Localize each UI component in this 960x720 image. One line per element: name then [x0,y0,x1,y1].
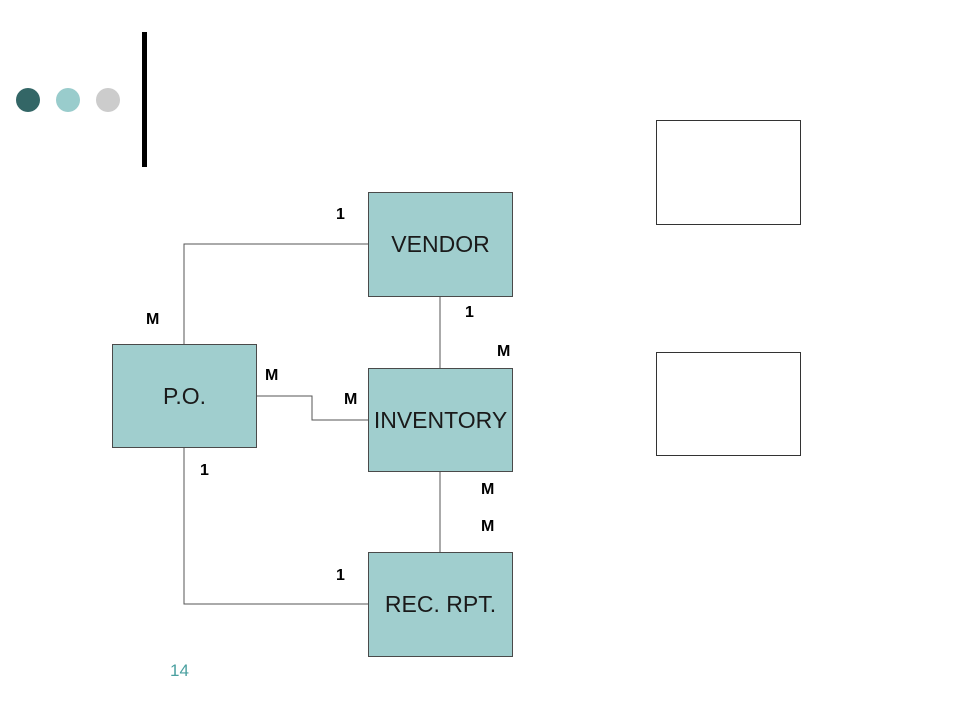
blank-box-bottom [656,352,801,456]
cardinality-po-to-recrpt: 1 [200,462,209,479]
decorative-dot-dark [16,88,40,112]
decorative-dot-gray [96,88,120,112]
entity-po-label: P.O. [162,382,207,409]
cardinality-vendor-to-inventory: 1 [465,304,474,321]
cardinality-inventory-from-vendor: M [497,343,511,360]
page-number: 14 [170,661,189,680]
cardinality-inventory-to-recrpt: M [481,481,495,498]
entity-rec-rpt-label: REC. RPT. [384,591,497,617]
entity-po[interactable]: P.O. [112,344,257,448]
cardinality-vendor-from-po: 1 [336,206,345,223]
decorative-dot-light [56,88,80,112]
cardinality-po-to-inventory: M [265,367,279,384]
decorative-vertical-bar [142,32,147,167]
line-po-vendor [183,243,368,344]
entity-inventory-label: INVENTORY [373,406,508,433]
entity-rec-rpt[interactable]: REC. RPT. [368,552,513,657]
cardinality-inventory-from-po: M [344,391,358,408]
blank-box-top [656,120,801,225]
entity-vendor-label: VENDOR [391,231,490,257]
entity-inventory[interactable]: INVENTORY [368,368,513,472]
line-po-recrpt [183,448,368,605]
line-po-inventory [257,395,368,421]
cardinality-recrpt-from-inventory: M [481,518,495,535]
cardinality-recrpt-from-po: 1 [336,567,345,584]
entity-vendor[interactable]: VENDOR [368,192,513,297]
cardinality-po-to-vendor: M [146,311,160,328]
